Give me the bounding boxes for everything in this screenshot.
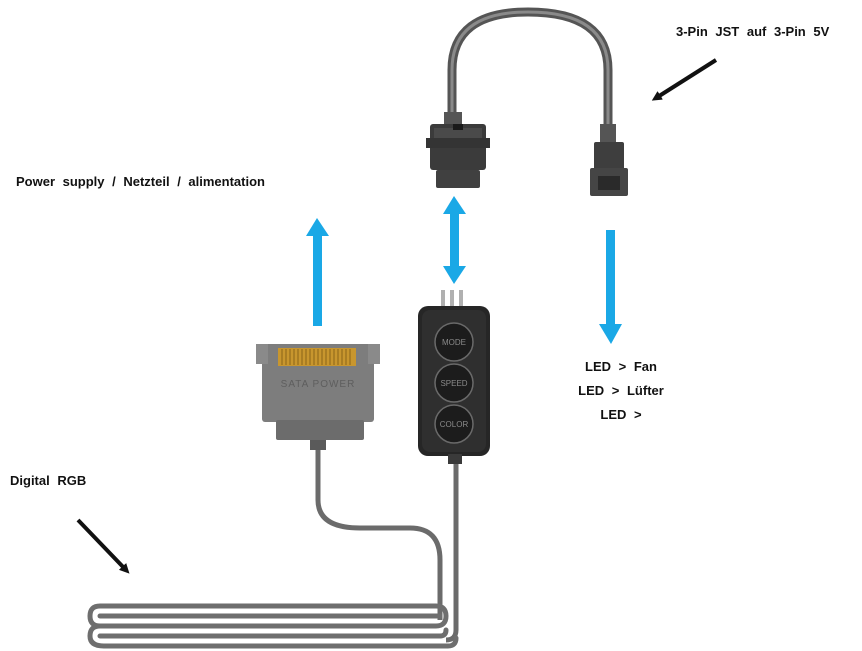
led-generic-label: LED > bbox=[600, 407, 642, 422]
fan-connector bbox=[590, 124, 628, 196]
double-arrow-connector bbox=[443, 196, 466, 284]
sata-label: SATA POWER bbox=[281, 379, 356, 390]
speed-button[interactable]: SPEED bbox=[434, 363, 474, 403]
led-fan-label: LED > Fan bbox=[585, 359, 657, 374]
rgb-pointer-arrow bbox=[76, 518, 130, 574]
mode-button-label: MODE bbox=[442, 338, 466, 347]
led-down-arrow bbox=[599, 230, 622, 344]
controller-pins bbox=[441, 290, 463, 306]
color-button[interactable]: COLOR bbox=[434, 404, 474, 444]
led-luefter-label: LED > Lüfter bbox=[578, 383, 664, 398]
color-button-label: COLOR bbox=[440, 420, 469, 429]
sata-pins bbox=[281, 349, 351, 365]
speed-button-label: SPEED bbox=[440, 379, 467, 388]
digital-rgb-label: Digital RGB bbox=[10, 473, 87, 488]
led-output-labels: LED > Fan LED > Lüfter LED > bbox=[556, 355, 686, 427]
jst-label: 3-Pin JST auf 3-Pin 5V bbox=[676, 24, 830, 39]
sata-cable bbox=[315, 440, 443, 620]
jst-female-connector bbox=[426, 112, 490, 188]
rgb-cable-loops bbox=[87, 603, 459, 649]
jst-cable bbox=[447, 7, 613, 135]
power-up-arrow bbox=[306, 218, 329, 326]
power-supply-label: Power supply / Netzteil / alimentation bbox=[16, 174, 265, 189]
mode-button[interactable]: MODE bbox=[434, 322, 474, 362]
jst-pointer-arrow bbox=[651, 58, 718, 101]
